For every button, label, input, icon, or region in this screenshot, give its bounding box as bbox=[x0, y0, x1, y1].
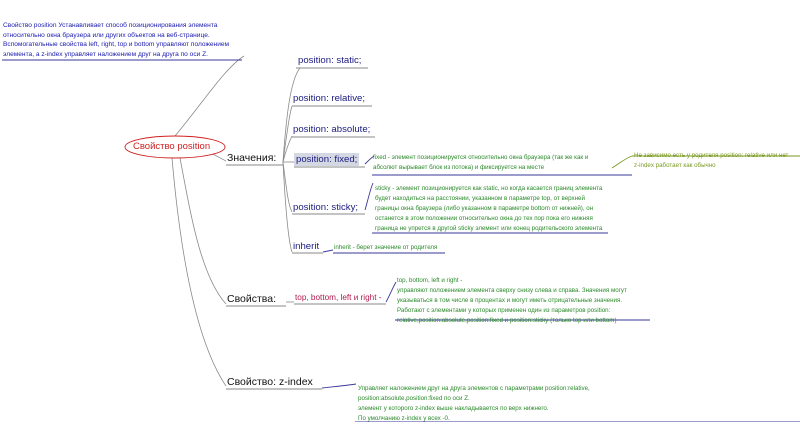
node-position-absolute[interactable]: position: absolute; bbox=[293, 124, 371, 135]
intro-line: элемента, а z-index управляет наложением… bbox=[3, 50, 208, 58]
node-position-sticky[interactable]: position: sticky; bbox=[293, 202, 359, 213]
root-node-label[interactable]: Свойство position bbox=[133, 141, 211, 152]
node-position-relative[interactable]: position: relative; bbox=[293, 93, 365, 104]
note-line: По умолчанию z-index у всех -0. bbox=[358, 415, 450, 423]
note-connector-sticky bbox=[364, 182, 374, 211]
note-line: top, bottom, left и right - bbox=[397, 277, 463, 284]
note-line: останется в этом положении относительно … bbox=[375, 215, 593, 223]
note-line: position:absolute,position:fixed по оси … bbox=[358, 395, 470, 403]
note-line: границы окна браузера (либо указанном в … bbox=[375, 205, 594, 213]
note-props: top, bottom, left и right - управляют по… bbox=[397, 276, 627, 326]
note-line: граница не упрется в другой sticky элеме… bbox=[375, 225, 603, 233]
intro-line: Свойство position Устанавливает способ п… bbox=[3, 22, 218, 29]
note-sticky: sticky - элемент позиционируется как sta… bbox=[375, 184, 602, 234]
note-line: указываться в том числе в процентах и мо… bbox=[397, 297, 623, 305]
note-line: relative,position:absolute,position:fixe… bbox=[397, 317, 617, 325]
note-inherit: inherit - берет значение от родителя bbox=[334, 243, 437, 253]
note-fixed-aside: Не зависимо есть у родителя position: re… bbox=[634, 151, 788, 171]
note-line: элемент у которого z-index выше накладыв… bbox=[358, 405, 549, 413]
connector-root-props bbox=[179, 157, 227, 305]
connector-values-relative bbox=[282, 105, 293, 163]
note-line: управляют положением элемента сверху сни… bbox=[397, 287, 627, 295]
node-position-fixed[interactable]: position: fixed; bbox=[294, 153, 360, 166]
note-line: Работают с элементами у которых применен… bbox=[397, 307, 611, 315]
note-line: inherit - берет значение от родителя bbox=[334, 244, 438, 251]
branch-zindex[interactable]: Свойство: z-index bbox=[227, 376, 313, 388]
note-connector-inherit bbox=[322, 249, 334, 253]
node-position-static[interactable]: position: static; bbox=[298, 55, 362, 66]
note-line: Управляет наложением друг на друга элеме… bbox=[358, 385, 590, 392]
node-inherit[interactable]: inherit bbox=[293, 241, 320, 252]
connector-values-inherit bbox=[282, 161, 293, 253]
intro-line: Вспомогательные свойства left, right, to… bbox=[3, 41, 230, 49]
root-node-oval bbox=[124, 135, 226, 159]
intro-text: Свойство position Устанавливает способ п… bbox=[3, 21, 229, 59]
note-line: будет находиться на расстоянии, указанно… bbox=[375, 195, 585, 203]
note-connector-fixed bbox=[364, 155, 375, 165]
note-fixed: fixed - элемент позиционируется относите… bbox=[373, 153, 588, 173]
note-line: z-index работает как обычно bbox=[634, 162, 716, 170]
connector-root-intro bbox=[174, 55, 245, 137]
connector-values-absolute bbox=[282, 135, 293, 163]
note-line: абсолют вырывает блок из потока) и фикси… bbox=[373, 164, 545, 172]
note-connector-zindex bbox=[321, 383, 357, 389]
intro-line: относительно окна браузера или других об… bbox=[3, 31, 210, 39]
node-props-child[interactable]: top, bottom, left и right - bbox=[295, 293, 382, 302]
branch-props[interactable]: Свойства: bbox=[227, 293, 277, 305]
note-connector-aside bbox=[611, 155, 633, 169]
note-line: fixed - элемент позиционируется относите… bbox=[373, 154, 589, 161]
note-line: sticky - элемент позиционируется как sta… bbox=[375, 185, 603, 192]
connector-values-sticky bbox=[282, 161, 293, 213]
note-line: Не зависимо есть у родителя position: re… bbox=[634, 152, 789, 159]
note-connector-props bbox=[385, 281, 397, 303]
connector-values-static bbox=[282, 67, 301, 163]
branch-values[interactable]: Значения: bbox=[227, 152, 277, 164]
note-zindex: Управляет наложением друг на друга элеме… bbox=[358, 384, 590, 424]
connector-root-zindex bbox=[171, 157, 227, 387]
